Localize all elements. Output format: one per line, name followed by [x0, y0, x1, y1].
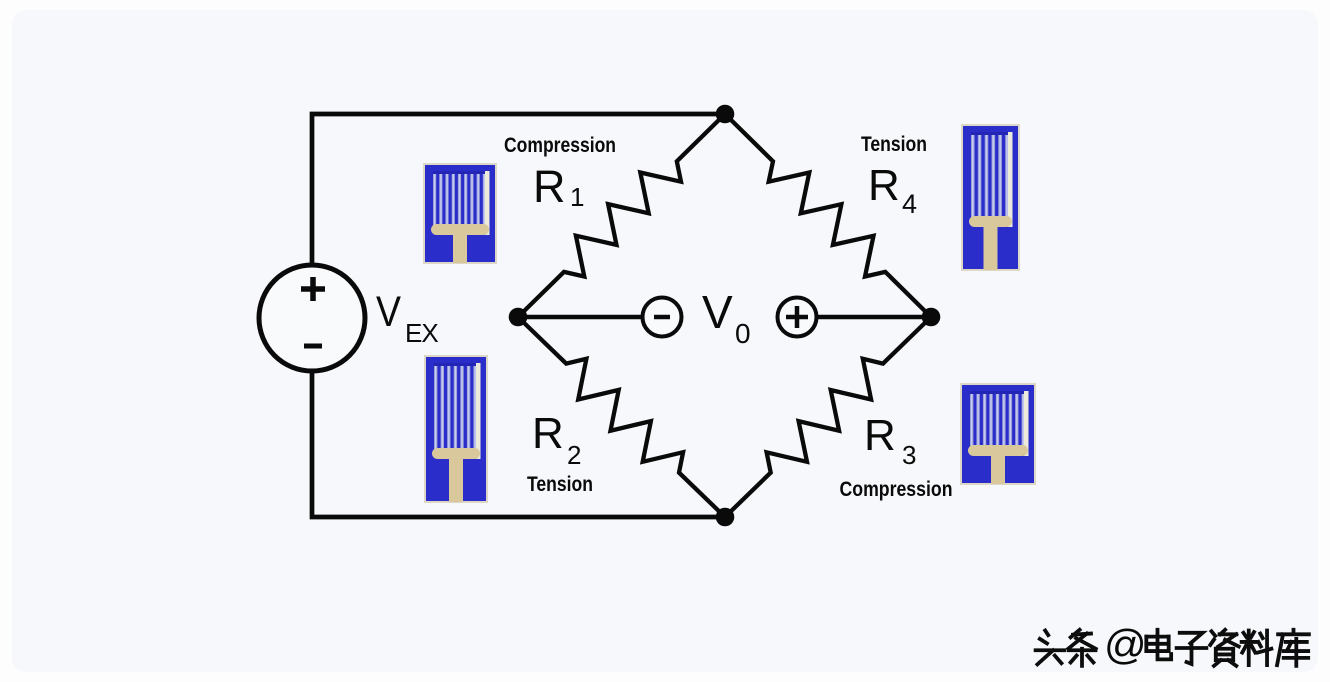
svg-text:EX: EX — [405, 318, 438, 348]
svg-text:Compression: Compression — [504, 134, 616, 157]
svg-text:4: 4 — [902, 189, 917, 219]
svg-text:2: 2 — [567, 440, 581, 470]
svg-text:Tension: Tension — [861, 133, 927, 156]
svg-text:V: V — [702, 286, 733, 338]
svg-text:1: 1 — [570, 182, 584, 212]
svg-text:R: R — [868, 161, 900, 210]
svg-text:0: 0 — [735, 318, 751, 349]
svg-text:V: V — [376, 288, 401, 336]
svg-text:@: @ — [1104, 621, 1147, 668]
svg-text:R: R — [533, 161, 566, 212]
svg-text:Tension: Tension — [527, 473, 593, 496]
svg-text:R: R — [532, 409, 564, 458]
svg-text:3: 3 — [902, 440, 916, 470]
svg-text:R: R — [864, 411, 896, 460]
svg-text:Compression: Compression — [840, 478, 953, 501]
